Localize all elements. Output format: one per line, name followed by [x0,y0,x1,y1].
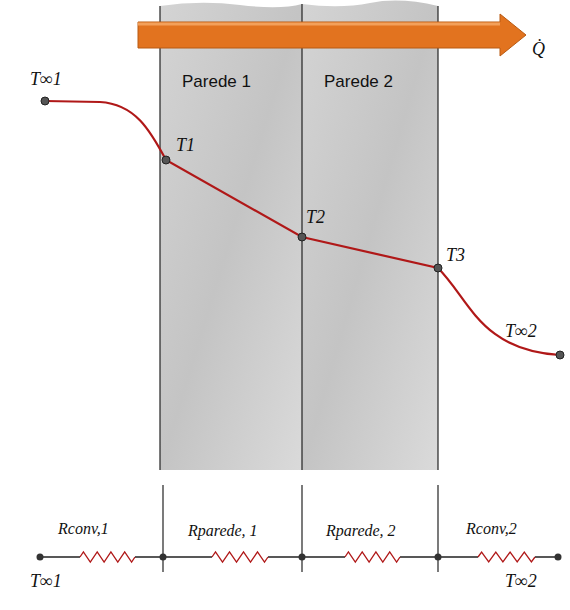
wall-band: Parede 1 [160,0,302,470]
temperature-label: T∞1 [30,572,62,592]
temperature-label: T∞1 [30,70,62,90]
temperature-label: T∞2 [505,322,537,342]
temperature-label: T3 [446,246,465,266]
wall-band: Parede 2 [302,0,438,470]
heat-rate: Q̇ [532,40,545,60]
resistance-label: Rconv,2 [466,520,517,538]
temperature-label: T1 [176,136,195,156]
resistance-label: Rparede, 2 [326,522,396,540]
temperature-label: T2 [306,208,325,228]
resistance-label: Rconv,1 [58,520,109,538]
wall-name: Parede 1 [182,72,251,92]
temperature-label: T∞2 [505,572,537,592]
resistance-label: Rparede, 1 [188,522,258,540]
wall-name: Parede 2 [324,72,393,92]
